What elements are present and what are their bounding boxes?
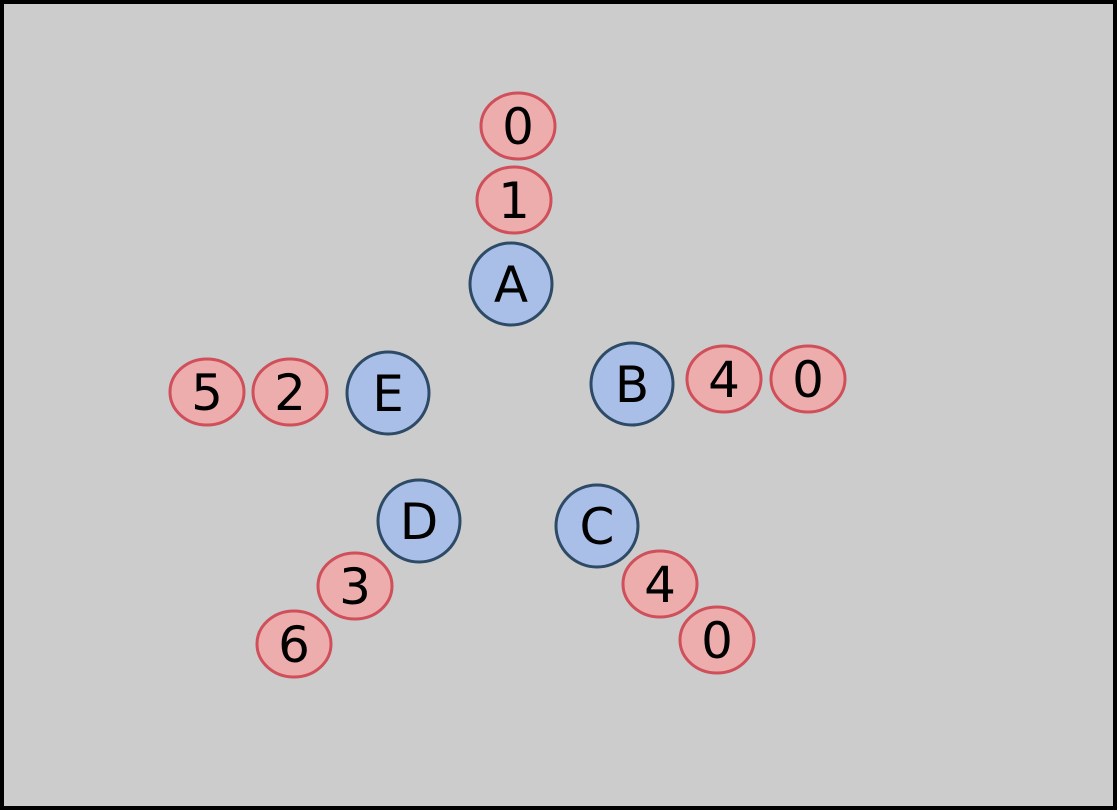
value-bubble bbox=[769, 344, 847, 414]
node-b: B bbox=[589, 341, 675, 427]
value-label: 1 bbox=[498, 172, 530, 230]
node-label: E bbox=[372, 365, 404, 423]
node-d: D bbox=[376, 478, 462, 564]
value-label: 6 bbox=[278, 616, 310, 674]
value-label: 2 bbox=[274, 364, 306, 422]
value-bubble bbox=[316, 551, 394, 621]
node-b-group: B 4 0 bbox=[589, 341, 847, 427]
node-d-group: D 3 6 bbox=[255, 478, 462, 679]
node-b-value-1: 4 bbox=[685, 344, 763, 414]
value-label: 3 bbox=[339, 558, 371, 616]
node-c: C bbox=[554, 483, 640, 569]
value-bubble bbox=[251, 357, 329, 427]
value-label: 0 bbox=[502, 98, 534, 156]
node-circle bbox=[345, 350, 431, 436]
value-bubble bbox=[621, 549, 699, 619]
node-circle bbox=[376, 478, 462, 564]
node-b-value-2: 0 bbox=[769, 344, 847, 414]
value-bubble bbox=[678, 605, 756, 675]
node-circle bbox=[468, 241, 554, 327]
value-label: 4 bbox=[708, 351, 740, 409]
node-e: E bbox=[345, 350, 431, 436]
value-bubble bbox=[168, 357, 246, 427]
node-e-value-1: 2 bbox=[251, 357, 329, 427]
node-e-value-2: 5 bbox=[168, 357, 246, 427]
node-c-group: C 4 0 bbox=[554, 483, 756, 675]
value-label: 0 bbox=[701, 612, 733, 670]
node-label: A bbox=[494, 256, 528, 314]
node-a-value-1: 1 bbox=[475, 165, 553, 235]
value-label: 0 bbox=[792, 351, 824, 409]
value-bubble bbox=[685, 344, 763, 414]
value-label: 4 bbox=[644, 556, 676, 614]
node-label: C bbox=[580, 498, 615, 556]
node-d-value-1: 3 bbox=[316, 551, 394, 621]
value-bubble bbox=[255, 609, 333, 679]
node-circle bbox=[554, 483, 640, 569]
node-circle bbox=[589, 341, 675, 427]
node-d-value-2: 6 bbox=[255, 609, 333, 679]
node-a-value-2: 0 bbox=[479, 91, 557, 161]
node-a: A bbox=[468, 241, 554, 327]
value-label: 5 bbox=[191, 364, 223, 422]
node-label: B bbox=[615, 356, 649, 414]
node-a-group: 0 1 A bbox=[468, 91, 557, 327]
node-c-value-1: 4 bbox=[621, 549, 699, 619]
node-c-value-2: 0 bbox=[678, 605, 756, 675]
value-bubble bbox=[479, 91, 557, 161]
node-e-group: 5 2 E bbox=[168, 350, 431, 436]
value-bubble bbox=[475, 165, 553, 235]
node-label: D bbox=[400, 493, 439, 551]
